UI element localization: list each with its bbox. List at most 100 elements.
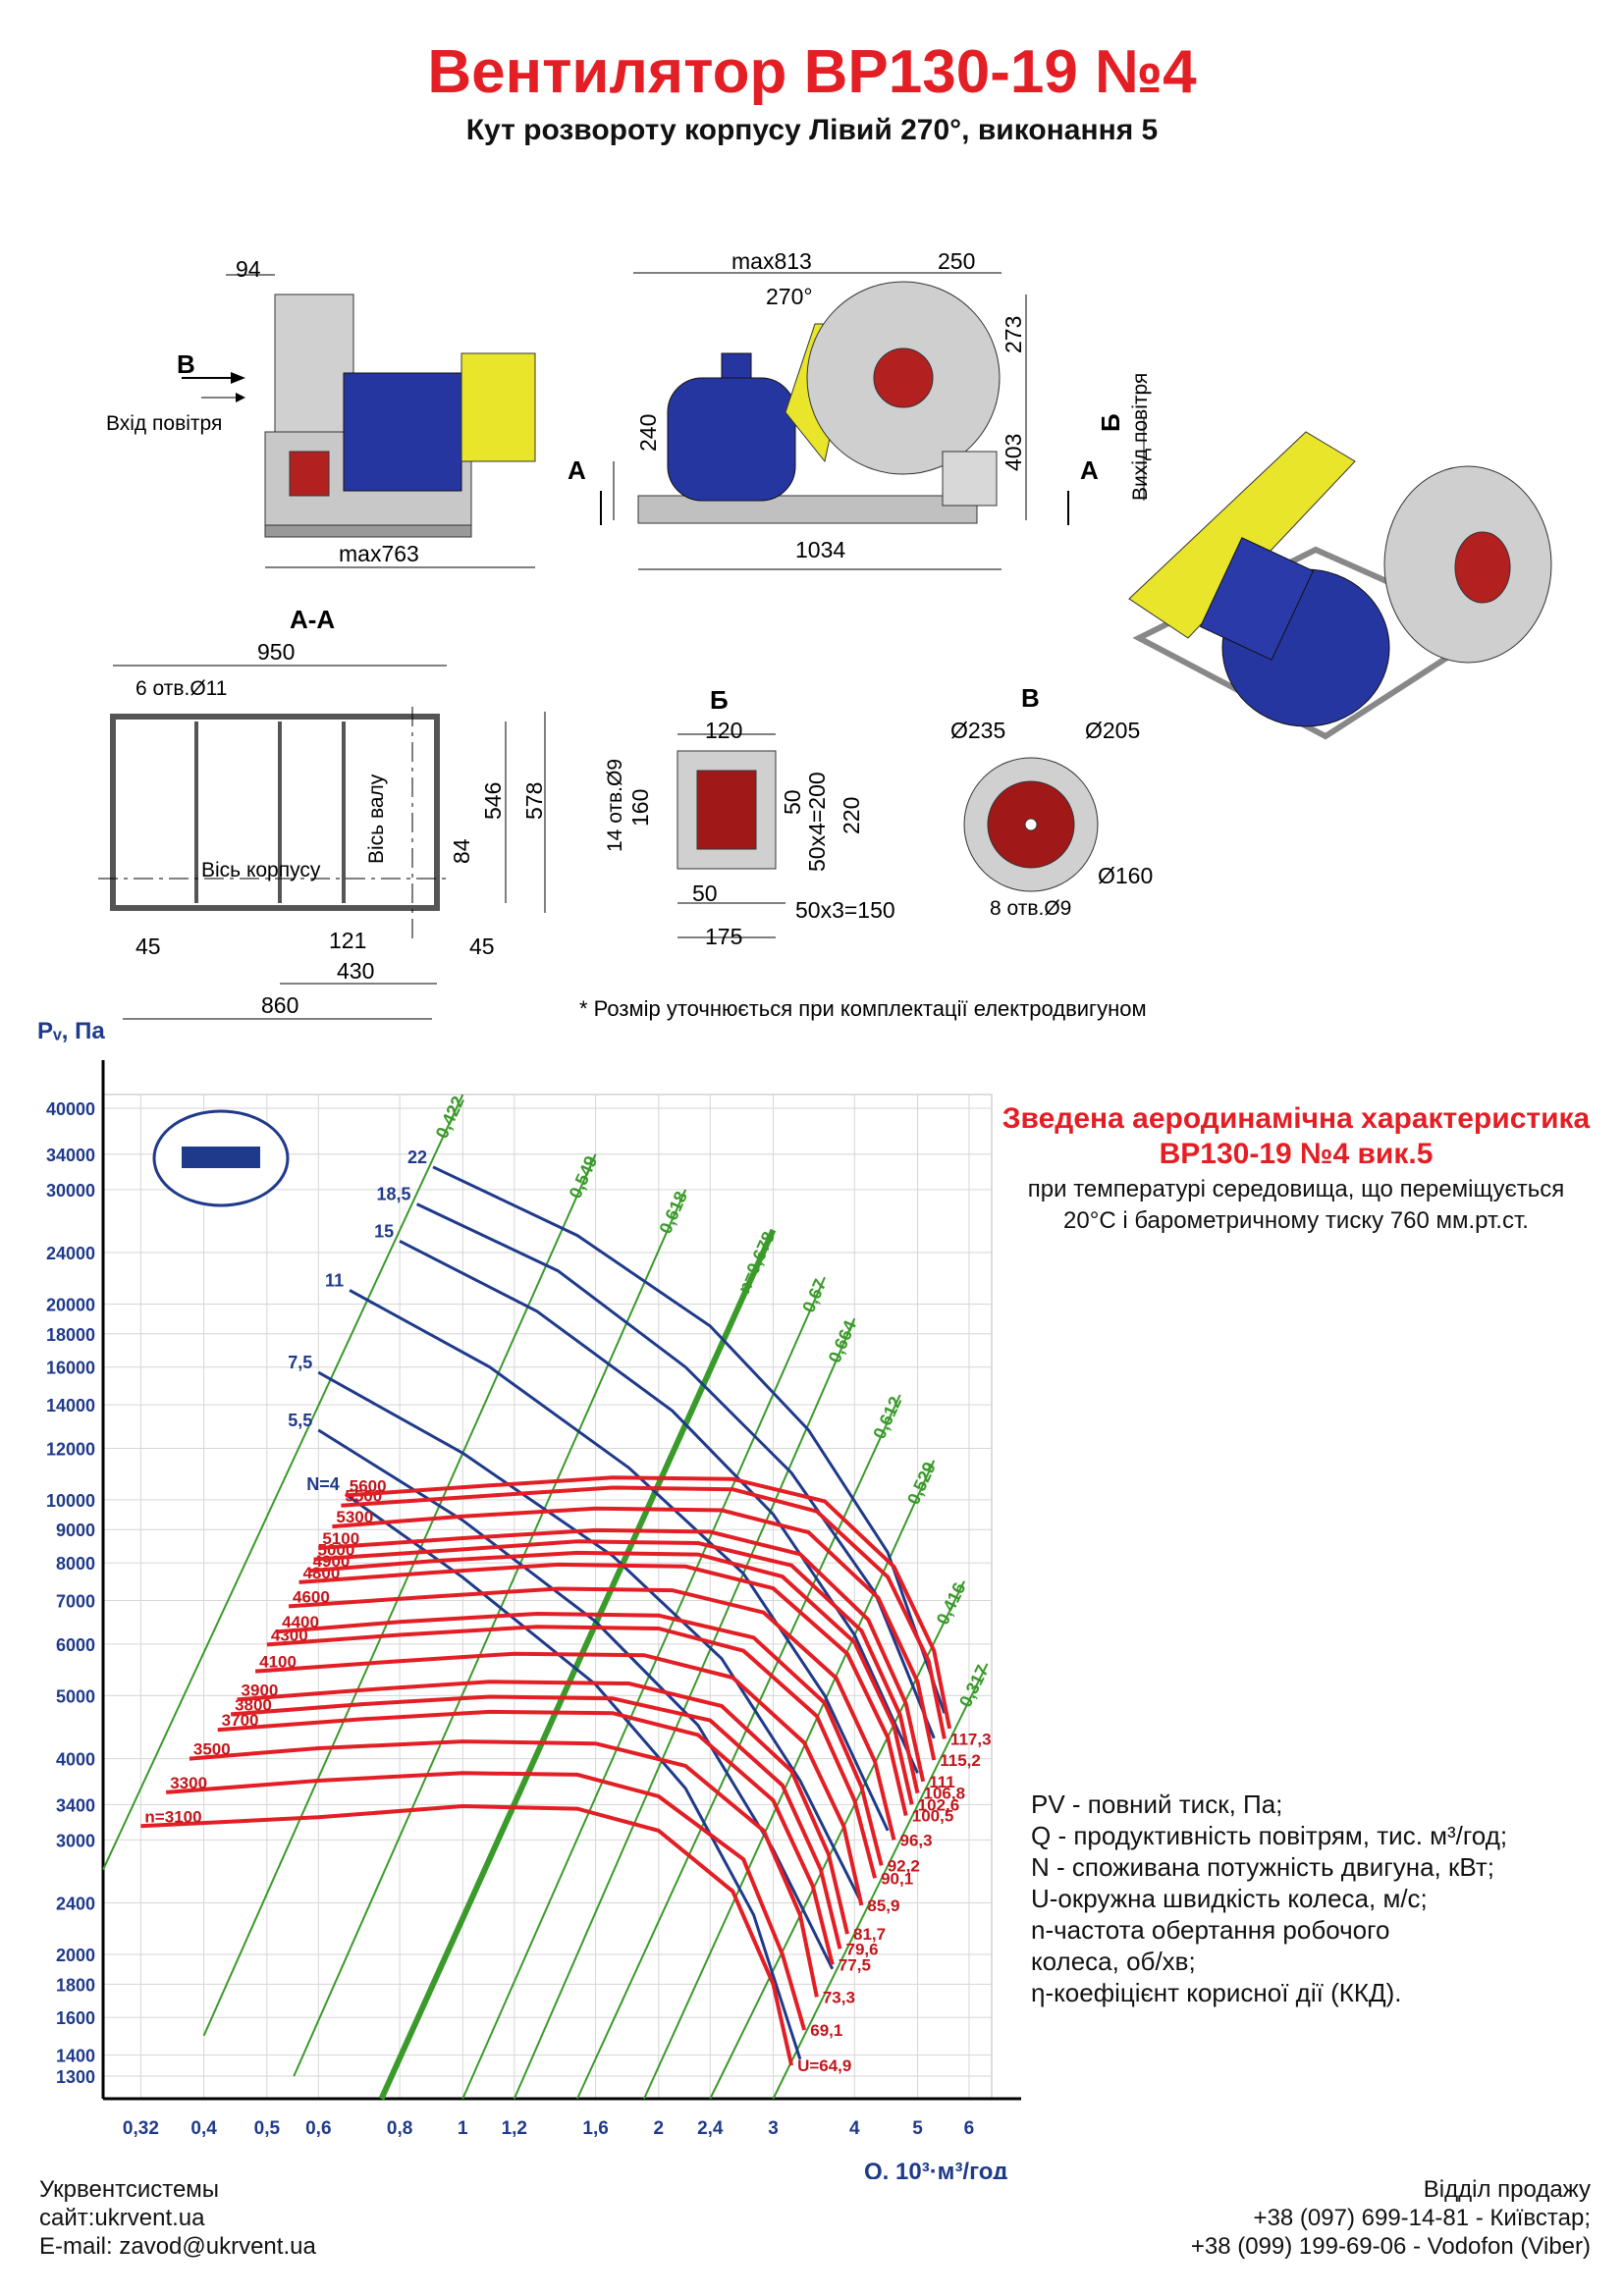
iso-inlet: [1454, 531, 1511, 604]
dim-84: 84: [449, 838, 474, 864]
y-tick-label: 18000: [46, 1325, 95, 1345]
power-label: 18,5: [377, 1185, 411, 1204]
speed-curve: [140, 1803, 794, 2066]
power-label: 11: [325, 1270, 344, 1290]
tip-speed-label: 100,5: [912, 1807, 954, 1826]
technical-drawings: 94 max763 В Вхід повітря max813 250 270°…: [98, 248, 1552, 1021]
tip-speed-label: 117,3: [950, 1730, 992, 1748]
tip-speed-label: 106,8: [923, 1785, 965, 1803]
tip-speed-label: 92,2: [888, 1856, 920, 1875]
aero-chart: Pᵥ, Па Q, 10³·м³/год 0,4220,5490,618n=0,…: [37, 1018, 1021, 2179]
y-tick-label: 14000: [46, 1396, 95, 1415]
d235: Ø235: [950, 718, 1005, 743]
page-subtitle: Кут розвороту корпусу Лівий 270°, викона…: [465, 114, 1159, 146]
side-housing: [274, 294, 354, 433]
tip-speed-label: 69,1: [810, 2021, 842, 2040]
side-view: 94 max763 В Вхід повітря: [106, 256, 536, 568]
front-motor: [667, 377, 796, 502]
power-curve: [317, 1428, 835, 1970]
speed-curve: [189, 1739, 819, 1998]
iso-view: [1128, 431, 1552, 740]
speed-curve: [345, 1475, 952, 1730]
x-tick-label: 3: [768, 2118, 779, 2139]
chart-legend: PV - повний тиск, Па; Q - продуктивність…: [1031, 1789, 1620, 2008]
label-a-left: А: [568, 455, 586, 485]
x-tick-label: 0,32: [123, 2118, 159, 2139]
efficiency-line: [202, 1153, 597, 2037]
dim-950: 950: [257, 639, 295, 665]
logo: [152, 1109, 290, 1207]
legend-item: колеса, об/хв;: [1031, 1947, 1196, 1976]
y-tick-label: 12000: [46, 1439, 95, 1459]
power-curve: [399, 1239, 919, 1774]
section-aa: А-А 950 6 отв.Ø11 546 578 84 Вісь валу В…: [98, 605, 547, 1020]
dim-160: 160: [627, 789, 653, 827]
side-motor: [343, 372, 462, 492]
d205: Ø205: [1085, 718, 1140, 743]
y-tick-label: 4000: [56, 1750, 95, 1770]
y-tick-label: 6000: [56, 1635, 95, 1655]
front-view: max813 250 270° 273 403 240 1034 А А Б В…: [568, 248, 1152, 570]
v-title: В: [1021, 683, 1040, 713]
front-outlet: [942, 451, 998, 507]
iso-motor-body: [1199, 537, 1315, 661]
sales-title: Відділ продажу: [1423, 2176, 1591, 2203]
legend-item: n-частота обертання робочого: [1031, 1915, 1390, 1945]
speed-label: 3900: [242, 1681, 279, 1699]
y-tick-label: 34000: [46, 1146, 95, 1165]
power-curve: [349, 1289, 890, 1832]
dim-763: max763: [339, 541, 419, 566]
y-tick-label: 40000: [46, 1099, 95, 1119]
legend-item: U-окружна швидкість колеса, м/с;: [1031, 1884, 1428, 1913]
y-tick-label: 30000: [46, 1181, 95, 1201]
speed-label: 5300: [336, 1508, 373, 1526]
legend-item: η-коефіцієнт корисної дії (ККД).: [1031, 1978, 1402, 2007]
efficiency-line: [709, 1580, 965, 2100]
speed-curve: [230, 1694, 842, 1949]
speed-label: 5100: [322, 1529, 359, 1548]
power-label: 5,5: [288, 1411, 312, 1430]
dim-250: 250: [938, 248, 975, 274]
speed-label: 4100: [259, 1653, 297, 1672]
y-tick-label: 8000: [56, 1554, 95, 1574]
speed-curve: [308, 1550, 914, 1805]
x-tick-label: 0,5: [254, 2118, 281, 2139]
angle-270: 270°: [766, 284, 813, 309]
tip-speed-label: 73,3: [823, 1988, 855, 2006]
y-tick-label: 7000: [56, 1592, 95, 1612]
y-tick-label: 10000: [46, 1491, 95, 1511]
v-center: [1024, 818, 1038, 831]
x-axis-label: Q, 10³·м³/год: [864, 2159, 1007, 2179]
label-b-front: Б: [1096, 413, 1125, 432]
speed-label: 3500: [193, 1740, 231, 1759]
speed-curves: n=3100U=64,9330069,1350073,3370077,53800…: [140, 1475, 992, 2075]
efficiency-line: [513, 1317, 856, 2100]
x-tick-label: 5: [912, 2118, 923, 2139]
label-b: В: [177, 349, 195, 379]
front-inlet: [873, 347, 934, 408]
page-title: Вентилятор ВР130-19 №4: [427, 38, 1197, 106]
iso-belt-guard: [1128, 431, 1356, 639]
speed-curve: [237, 1680, 849, 1935]
x-tick-label: 1,6: [582, 2118, 608, 2139]
y-tick-label: 20000: [46, 1295, 95, 1314]
side-flange: [289, 451, 330, 497]
speed-label: 4400: [282, 1613, 319, 1631]
x-tick-label: 2,4: [697, 2118, 724, 2139]
tip-speed-label: 90,1: [881, 1869, 913, 1888]
dim-860: 860: [261, 992, 298, 1018]
x-tick-label: 6: [964, 2118, 975, 2139]
inlet-label: Вхід повітря: [106, 412, 222, 435]
y-tick-label: 1300: [56, 2067, 95, 2087]
company-info: Укрвентсистемы сайт:ukrvent.ua E-mail: z…: [39, 2175, 316, 2261]
chart-subtitle: при температурі середовища, що переміщує…: [1027, 1176, 1565, 1234]
efficiency-line: [293, 1189, 687, 2077]
speed-curve: [318, 1527, 926, 1783]
efficiency-line: [643, 1460, 936, 2100]
efficiency-line: [102, 1094, 464, 1871]
speed-label: n=3100: [144, 1807, 201, 1826]
dim-273: 273: [1001, 316, 1026, 353]
label-a-right: А: [1080, 455, 1099, 485]
dim-813: max813: [731, 248, 812, 274]
